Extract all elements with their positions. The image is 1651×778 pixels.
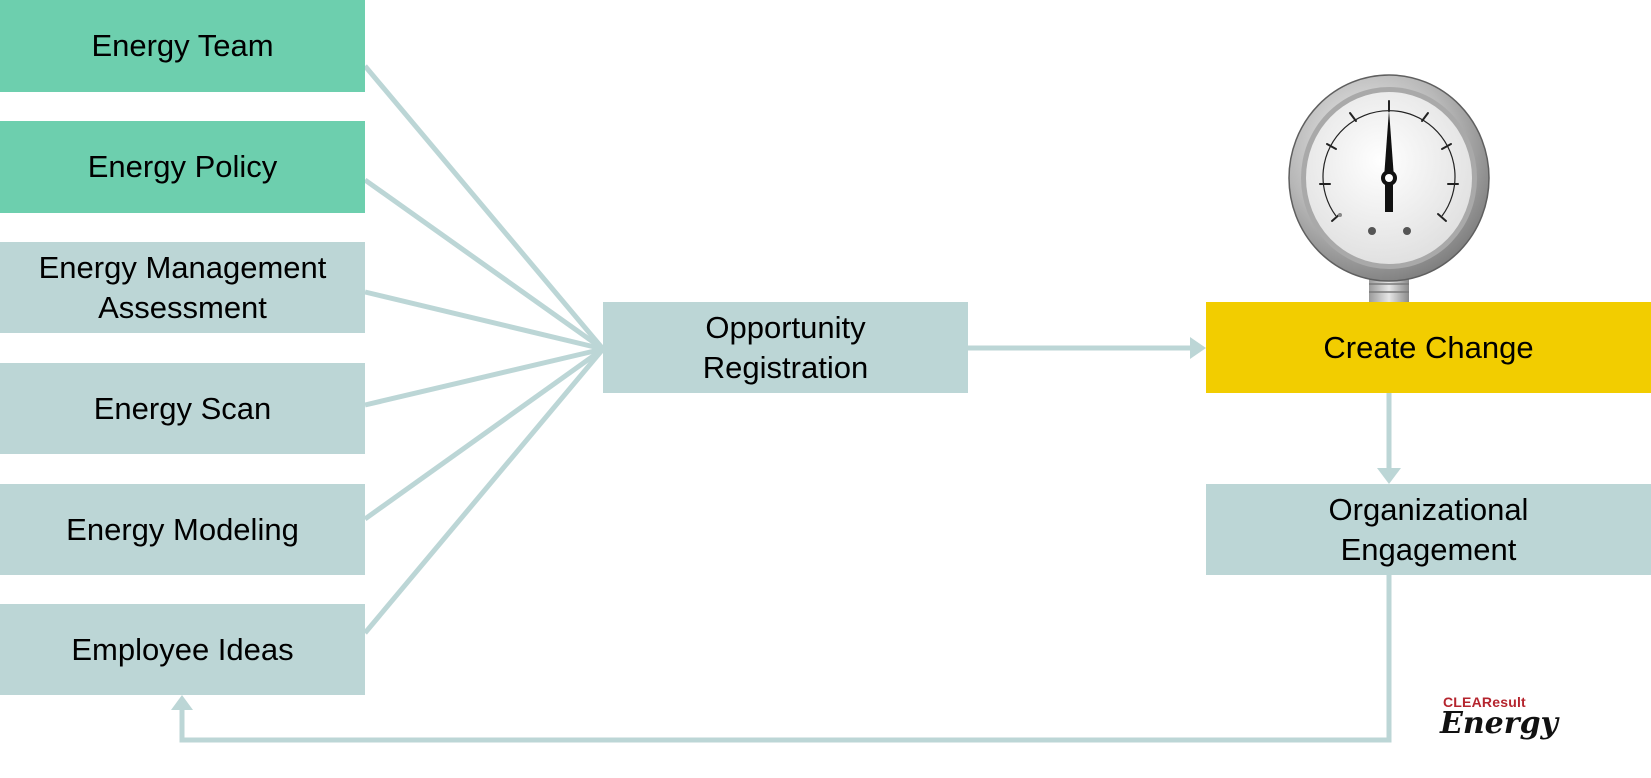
opportunity-registration-box: Opportunity Registration (603, 302, 968, 393)
connector-energy-team (363, 64, 605, 351)
employee-ideas-label: Employee Ideas (71, 631, 294, 667)
energy-team-box: Energy Team (0, 0, 365, 92)
logo-brand-text: CLEAResult (1443, 694, 1526, 710)
arrowhead-up (171, 695, 193, 710)
connector-employee-ideas (363, 347, 605, 635)
feedback-loop-connector (179, 575, 1392, 743)
create-change-box: Create Change (1206, 302, 1651, 393)
arrow-change-to-engagement (1377, 393, 1401, 484)
organizational-engagement-box: Organizational Engagement (1206, 484, 1651, 575)
energy-scan-box: Energy Scan (0, 363, 365, 454)
energy-management-assessment-box: Energy Management Assessment (0, 242, 365, 333)
energy-policy-label: Energy Policy (87, 149, 278, 184)
pressure-gauge-icon (1288, 74, 1490, 302)
fan-in-connectors (363, 64, 605, 635)
opportunity-registration-label: Opportunity Registration (702, 309, 869, 385)
clearesult-energy-logo: CLEAResult Energy (1440, 694, 1651, 778)
organizational-engagement-label: Organizational Engagement (1328, 491, 1529, 567)
energy-team-label: Energy Team (91, 28, 274, 63)
employee-ideas-box: Employee Ideas (0, 604, 365, 695)
connector-energy-modeling (363, 346, 605, 522)
create-change-label: Create Change (1323, 329, 1534, 365)
logo-word-text: Energy (1440, 706, 1558, 741)
connector-energy-policy (363, 177, 605, 352)
energy-management-assessment-label: Energy Management Assessment (38, 249, 327, 325)
arrowhead-down (1377, 468, 1401, 484)
energy-scan-label: Energy Scan (93, 390, 272, 426)
energy-modeling-label: Energy Modeling (66, 511, 299, 547)
energy-modeling-box: Energy Modeling (0, 484, 365, 575)
energy-policy-box: Energy Policy (0, 121, 365, 213)
connector-energy-scan (364, 346, 604, 408)
arrowhead-right (1190, 337, 1206, 359)
connector-energy-management-assessment (364, 289, 604, 352)
arrow-registration-to-change (968, 337, 1206, 359)
